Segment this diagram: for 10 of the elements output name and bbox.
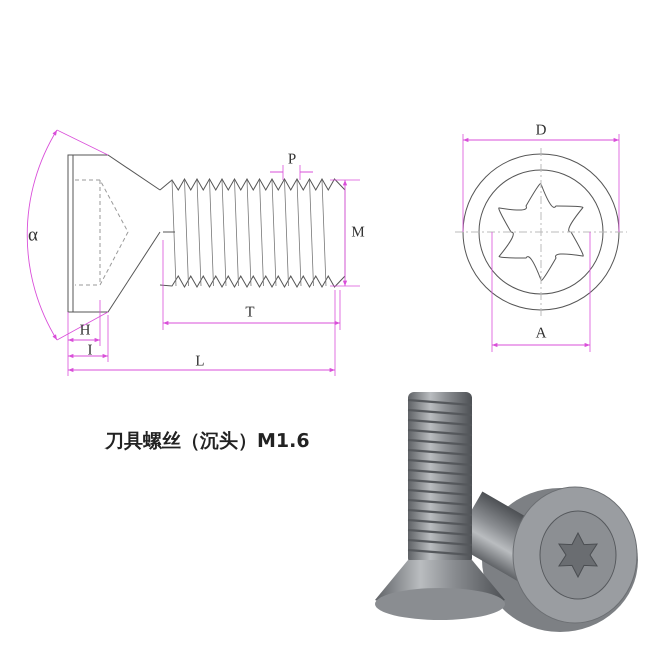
dimension-label: T [245, 306, 255, 320]
dimension-label: M [351, 226, 365, 240]
dimension-label: I [88, 344, 92, 358]
dimension-label: α [28, 226, 38, 244]
dimension-label: P [288, 152, 296, 168]
dimension-label: H [80, 324, 90, 338]
title: 刀具螺丝（沉头）M1.6 [105, 429, 310, 454]
dimension-label: L [195, 354, 205, 370]
dimension-label: D [536, 124, 546, 138]
dimension-label: A [536, 326, 546, 342]
